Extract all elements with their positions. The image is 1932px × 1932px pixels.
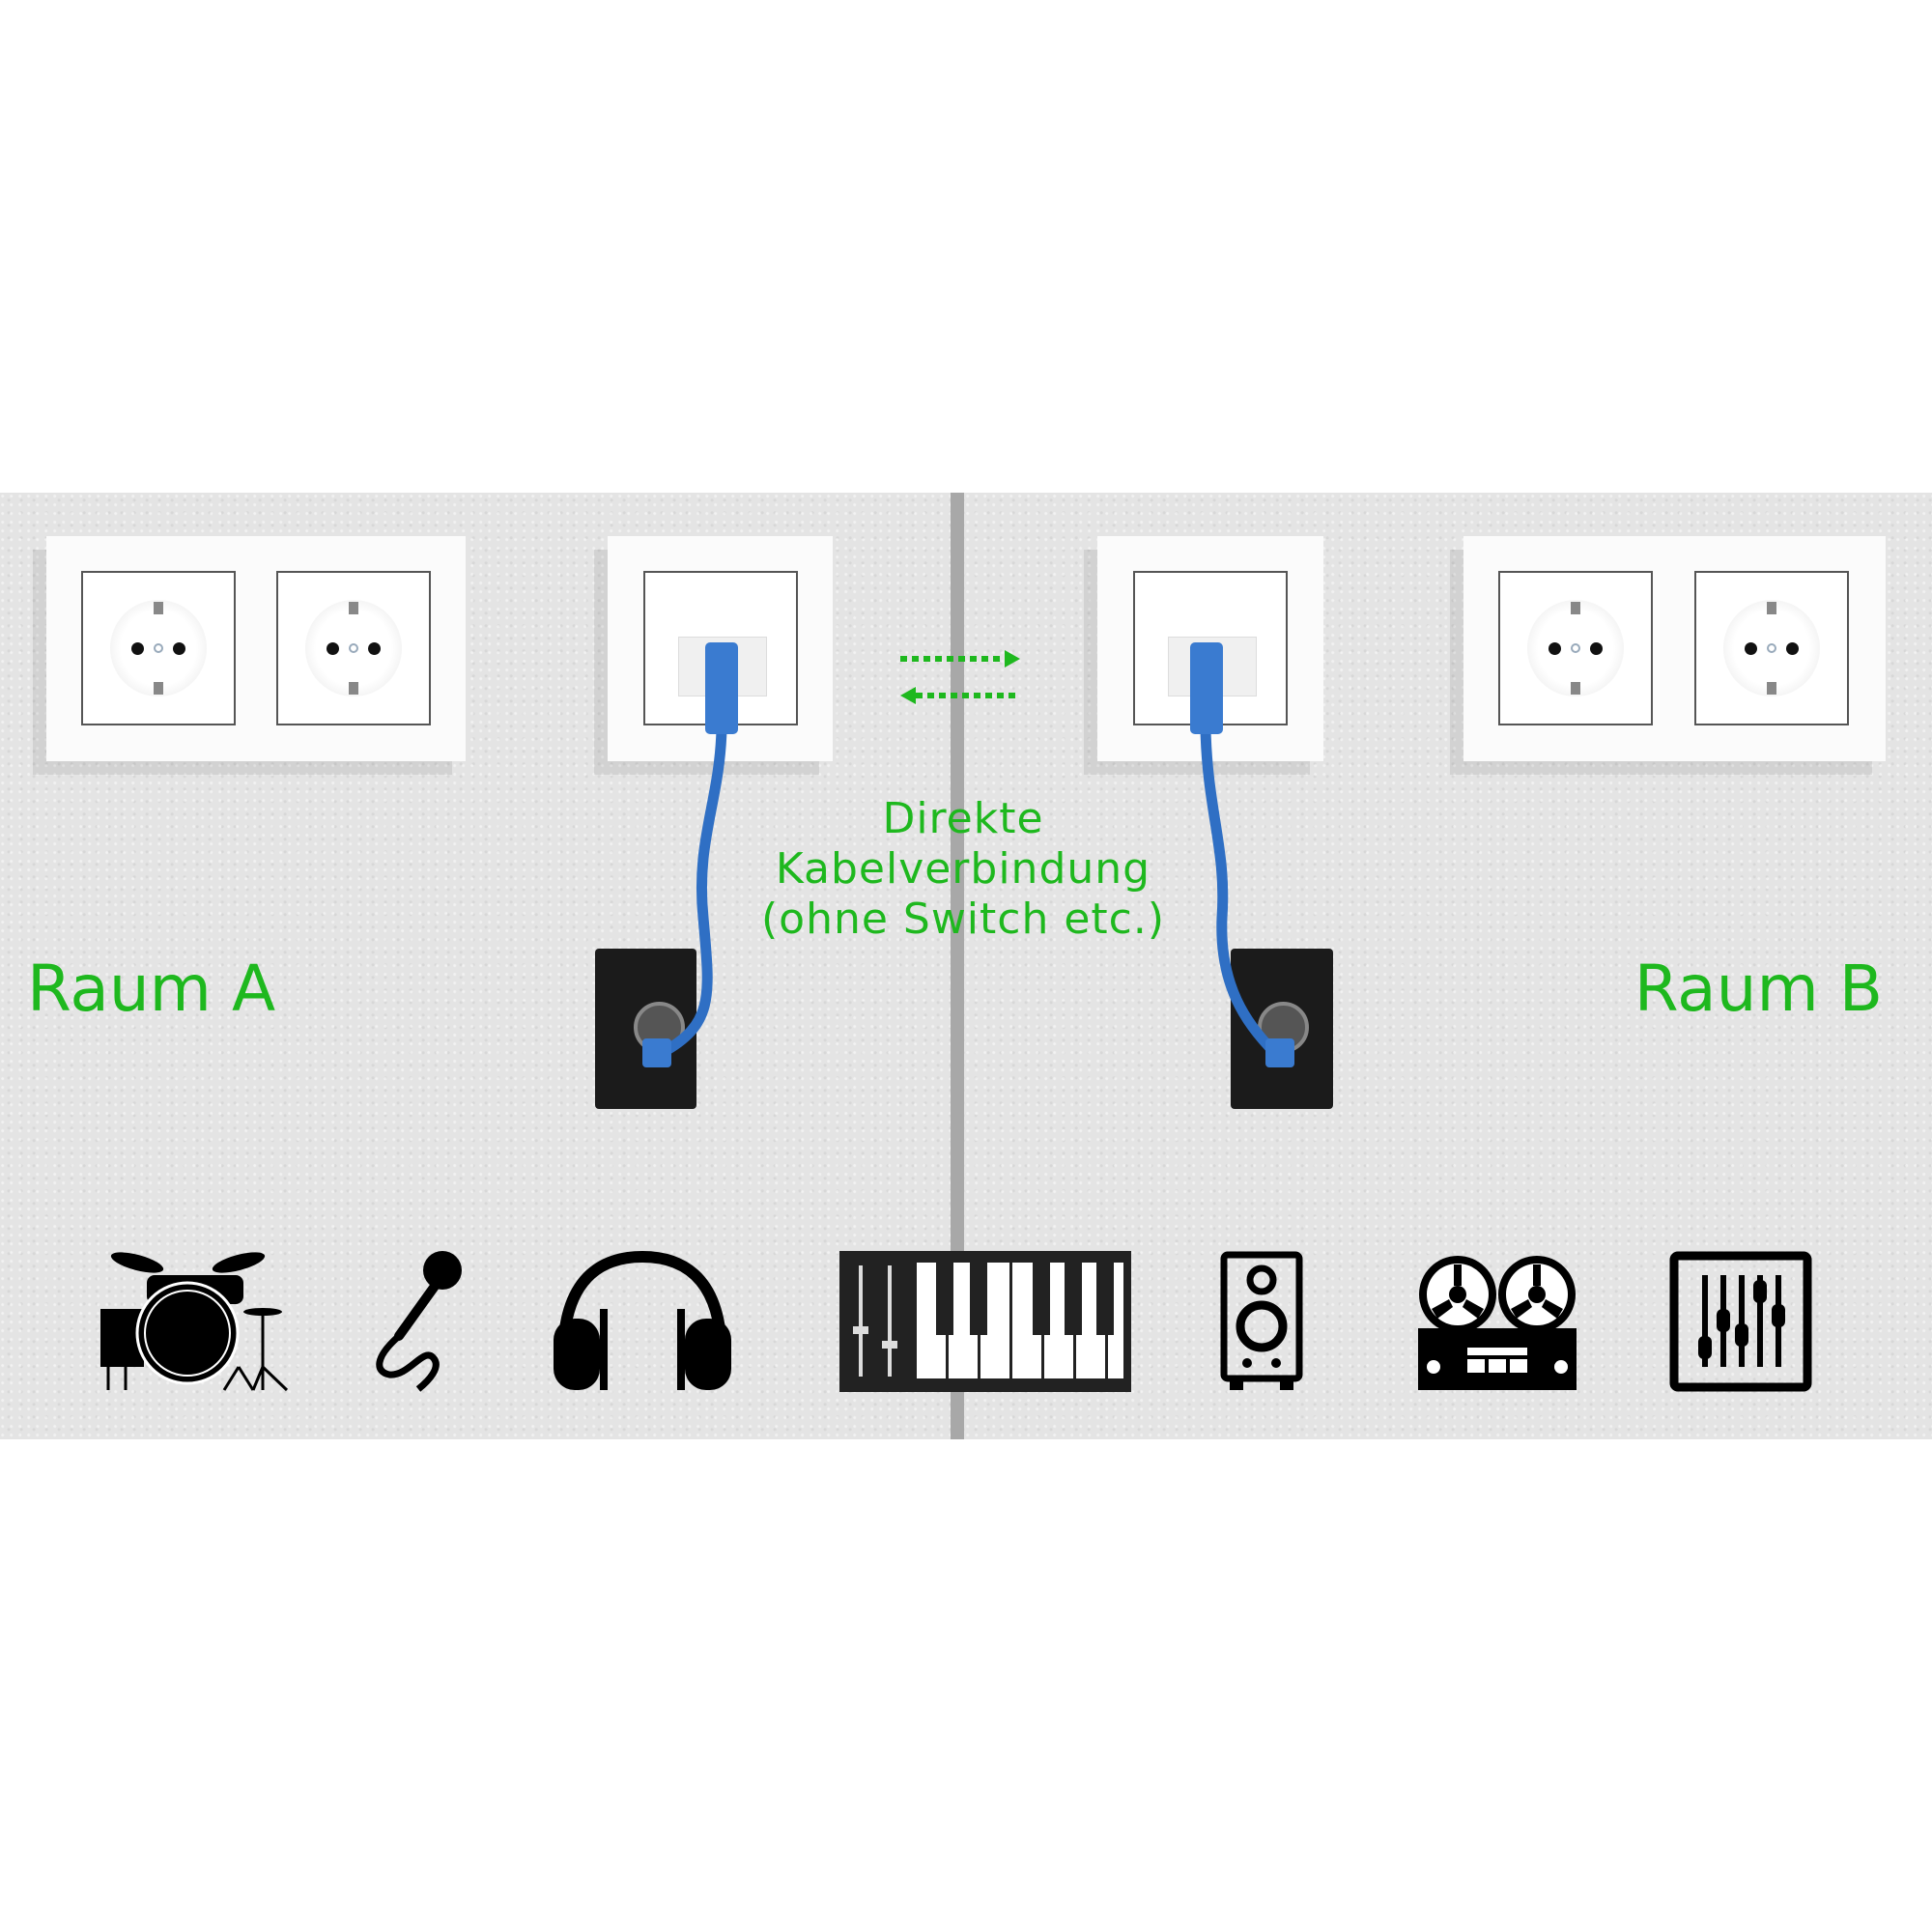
- connection-line-2: Kabelverbindung: [775, 844, 1151, 894]
- connection-line-1: Direkte: [882, 794, 1044, 843]
- plug-a: [705, 642, 738, 734]
- power-socket-double-b: [1463, 536, 1886, 761]
- headphones-icon: [554, 1251, 731, 1390]
- plug-b: [1190, 642, 1223, 734]
- bidirectional-arrows: [900, 650, 1020, 704]
- room-divider: [951, 493, 964, 1439]
- power-socket: [1694, 571, 1849, 725]
- power-socket: [276, 571, 431, 725]
- speaker-icon: [1220, 1251, 1303, 1390]
- power-socket-double-a: [46, 536, 466, 761]
- cable-b: [1200, 724, 1281, 1059]
- power-socket: [1498, 571, 1653, 725]
- cable-a: [656, 724, 727, 1059]
- room-a-label: Raum A: [27, 952, 276, 1026]
- tape-recorder-icon: [1418, 1256, 1577, 1390]
- keyboard-icon: [839, 1251, 1131, 1392]
- mixer-icon: [1669, 1251, 1812, 1392]
- power-socket: [81, 571, 236, 725]
- room-b-label: Raum B: [1634, 952, 1883, 1026]
- connection-label: Direkte Kabelverbindung (ohne Switch etc…: [761, 794, 1165, 945]
- microphone-icon: [376, 1251, 462, 1392]
- connection-line-3: (ohne Switch etc.): [760, 895, 1166, 944]
- drum-kit-icon: [100, 1252, 289, 1392]
